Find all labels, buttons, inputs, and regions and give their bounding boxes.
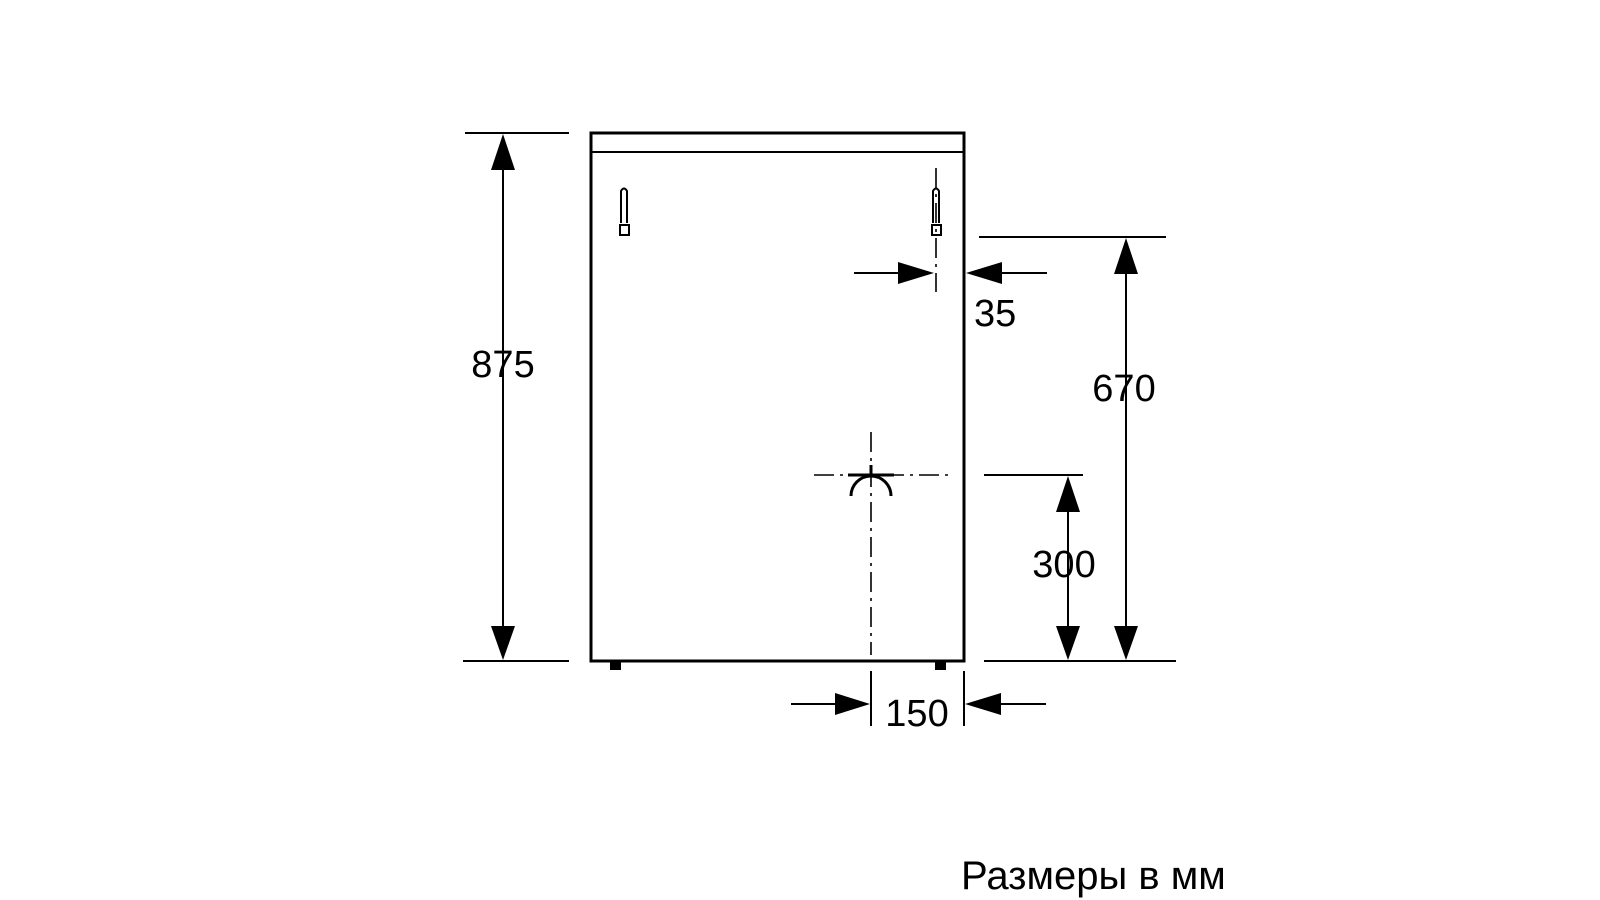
- arrowhead-left: [965, 693, 1001, 715]
- appliance-outline: [589, 131, 966, 663]
- outlet-height-label: 300: [1032, 544, 1095, 586]
- foot-right: [935, 660, 946, 670]
- arrowhead-right: [898, 262, 934, 284]
- arrowhead-up: [491, 134, 515, 170]
- arrowhead-down: [491, 626, 515, 660]
- arrowhead-down: [1056, 626, 1080, 660]
- dimension-outlet-offset: 150: [791, 671, 1046, 735]
- hook-bracket-right-icon: [931, 168, 942, 292]
- hook-bracket-left-icon: [619, 187, 630, 236]
- dimension-top-offset: 35: [854, 262, 1047, 335]
- arrowhead-right: [835, 693, 870, 715]
- arrowhead-up: [1114, 238, 1138, 274]
- overall-height-label: 875: [471, 344, 534, 386]
- foot-left: [610, 660, 621, 670]
- dimension-outlet-height: 300: [984, 474, 1096, 660]
- connection-height-label: 670: [1092, 368, 1155, 410]
- dimension-connection-height: 670: [979, 236, 1176, 662]
- arrowhead-left: [966, 262, 1002, 284]
- water-outlet-icon: [814, 432, 952, 655]
- units-caption: Размеры в мм: [961, 854, 1226, 898]
- outlet-offset-label: 150: [885, 693, 948, 735]
- arrowhead-up: [1056, 476, 1080, 512]
- top-offset-label: 35: [974, 293, 1016, 335]
- arrowhead-down: [1114, 626, 1138, 660]
- dimension-overall-height: 875: [463, 132, 569, 662]
- appliance-side-view: [589, 131, 966, 670]
